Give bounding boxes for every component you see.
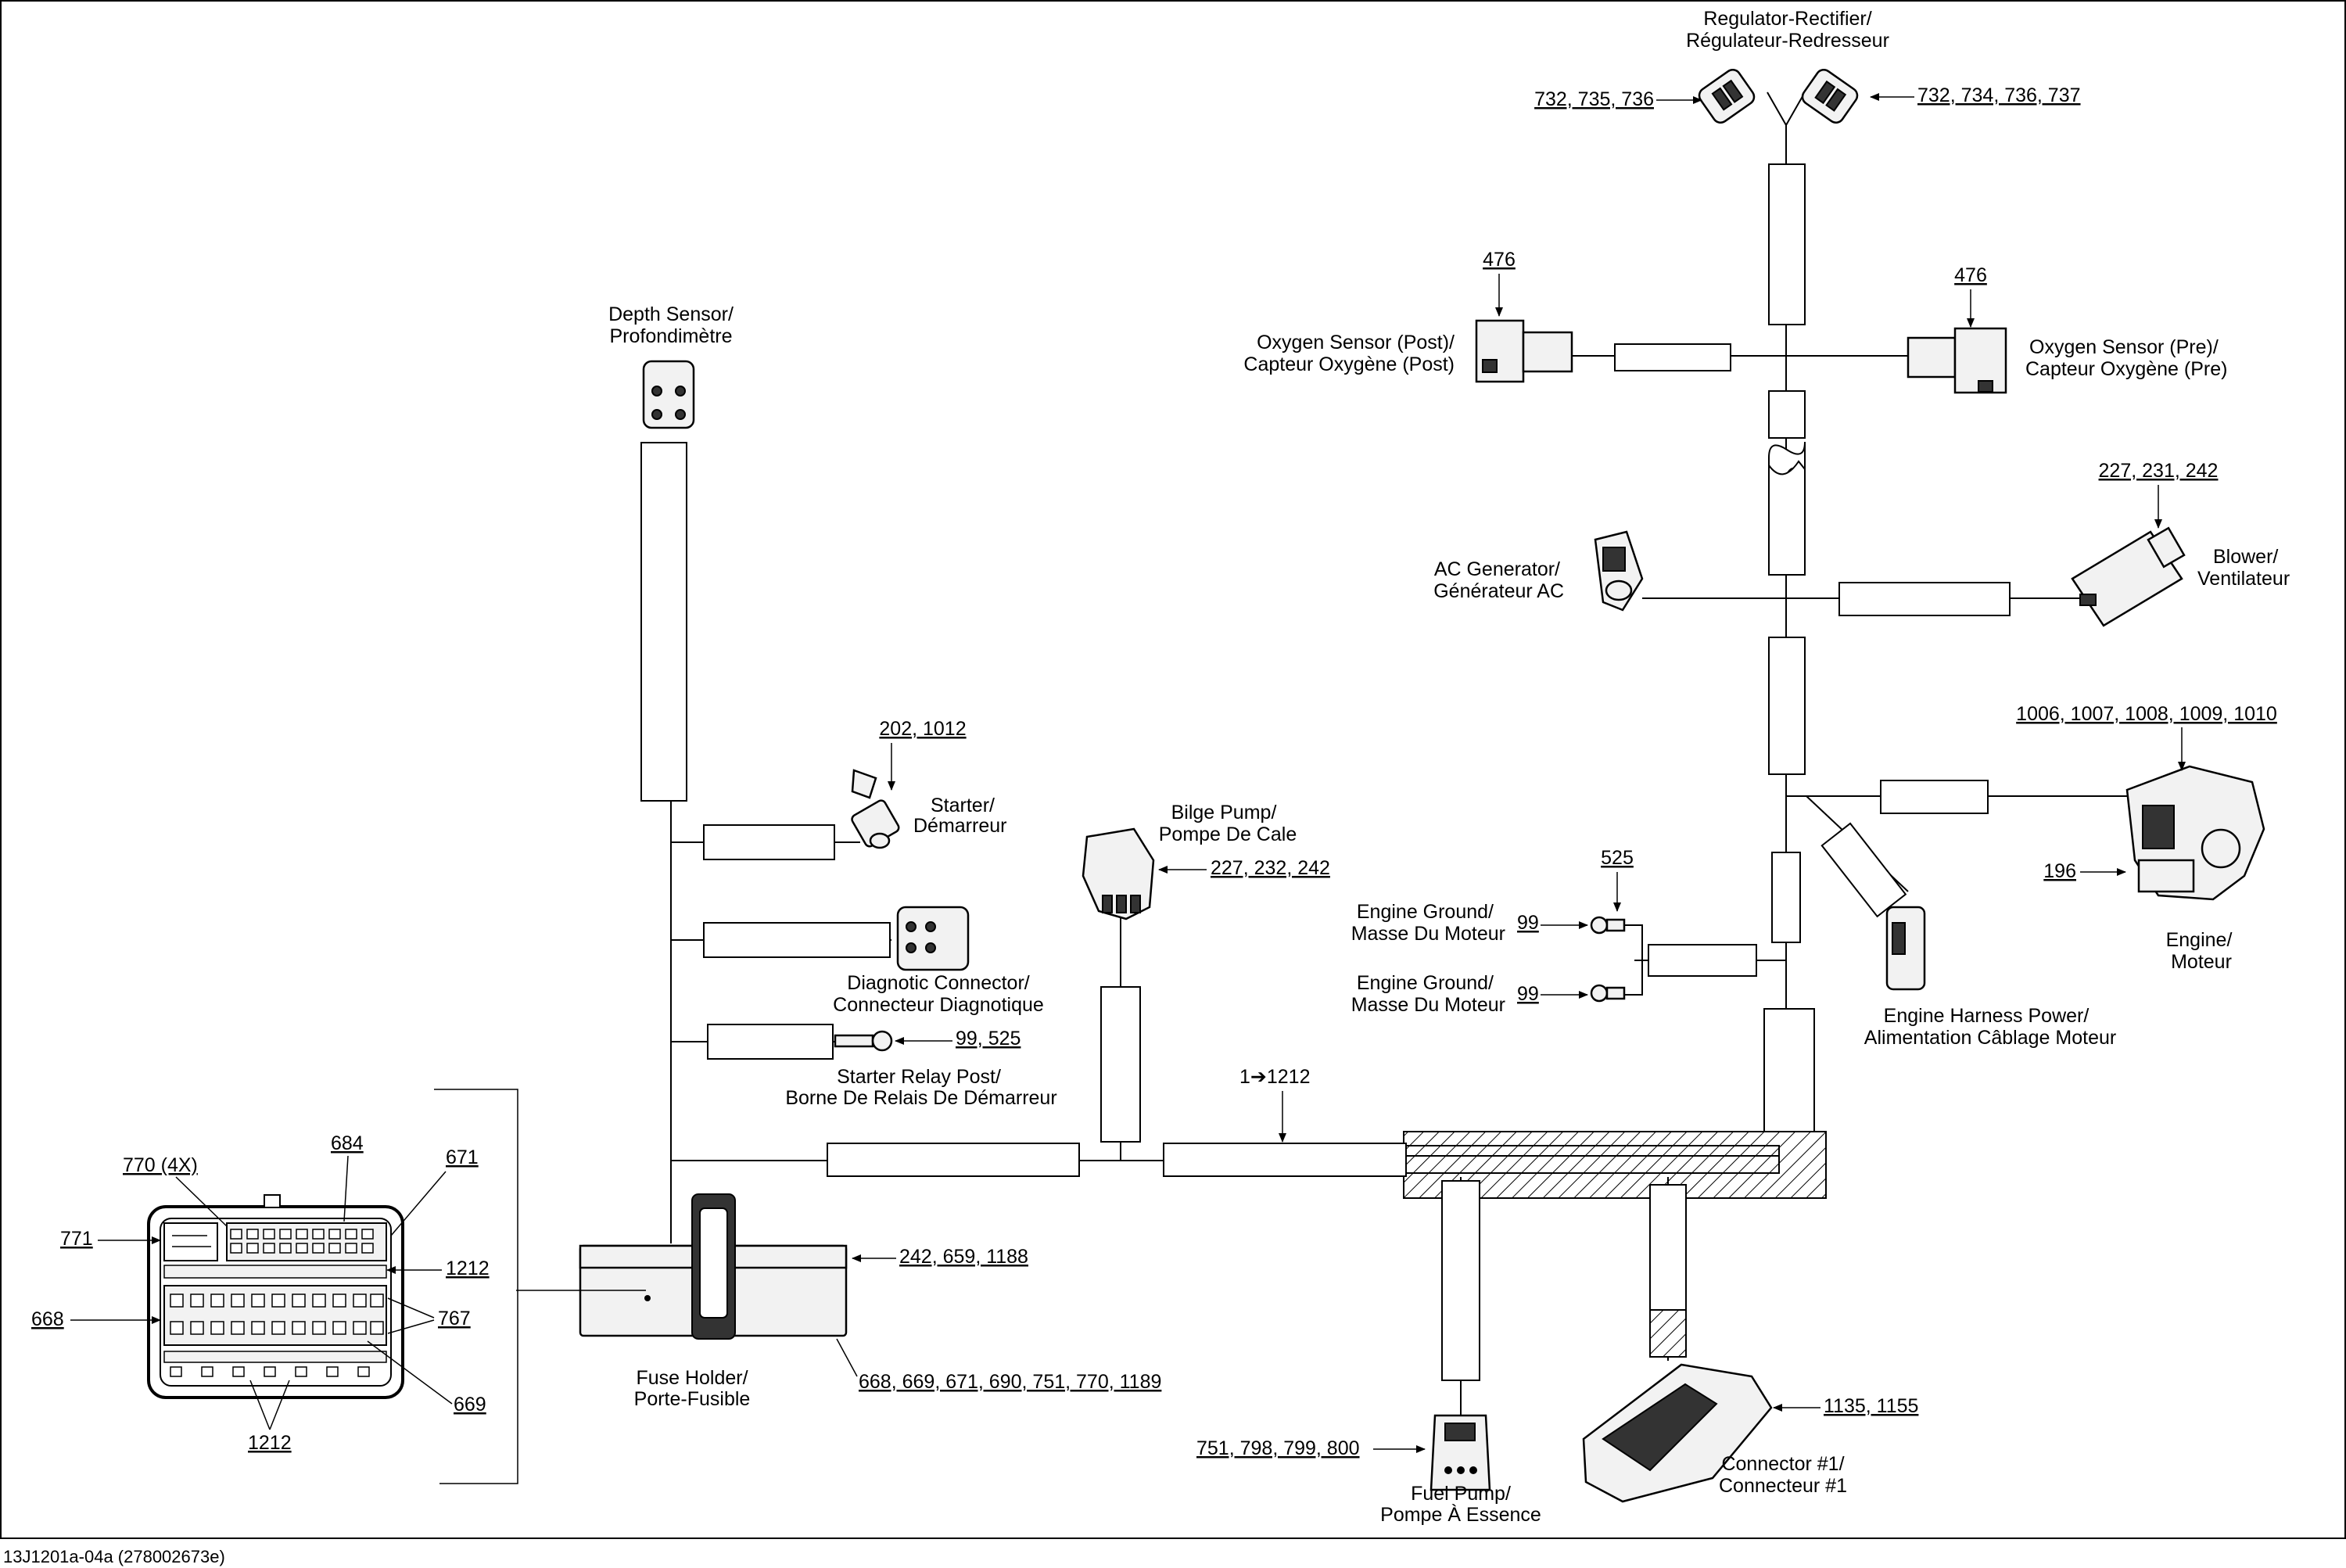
engine-harness-power: Engine Harness Power/ Alimentation Câbla… <box>1806 795 2116 1049</box>
oxygen-sensor-branch <box>1572 343 1908 371</box>
ac-generator: AC Generator/ Générateur AC <box>1433 530 1644 612</box>
bilge-pump-label-2: Pompe De Cale <box>1159 823 1297 845</box>
fuse-holder-ref-top: 242, 659, 1188 <box>899 1246 1028 1268</box>
engine-ref-top: 1006, 1007, 1008, 1009, 1010 <box>2016 703 2277 725</box>
fuse-holder-ref-bottom: 668, 669, 671, 690, 751, 770, 1189 <box>859 1371 1161 1393</box>
starter-relay-label-2: Borne De Relais De Démarreur <box>785 1087 1056 1109</box>
diagnostic-label-1: Diagnotic Connector/ <box>847 972 1030 994</box>
oxygen-post-ref: 476 <box>1483 249 1516 271</box>
ac-generator-label-2: Générateur AC <box>1433 580 1564 602</box>
engine-ground-2-ref: 99 <box>1517 983 1539 1005</box>
detail-ref-669: 669 <box>454 1394 486 1416</box>
depth-sensor: Depth Sensor/ Profondimètre <box>608 303 734 429</box>
engine-ground-2-label-2: Masse Du Moteur <box>1351 994 1505 1016</box>
bilge-pump-ref: 227, 232, 242 <box>1211 857 1330 879</box>
bilge-pump: Bilge Pump/ Pompe De Cale 227, 232, 242 <box>1082 802 1330 920</box>
engine-branch <box>1786 780 2127 814</box>
regulator-connector-left <box>1698 68 1756 124</box>
starter: 202, 1012 Starter/ Démarreur <box>671 718 1006 860</box>
drawing-id: 13J1201a-04a (278002673e) <box>3 1547 225 1566</box>
junction-block <box>1403 1131 1827 1199</box>
blower-ref: 227, 231, 242 <box>2099 460 2219 482</box>
detail-ref-767: 767 <box>438 1308 471 1329</box>
engine-ground-2-label-1: Engine Ground/ <box>1357 972 1494 994</box>
ac-generator-label-1: AC Generator/ <box>1434 558 1560 580</box>
detail-ref-684: 684 <box>331 1132 364 1154</box>
oxygen-post-label-1: Oxygen Sensor (Post)/ <box>1257 332 1455 353</box>
detail-ref-668: 668 <box>31 1308 64 1330</box>
regulator-connector-right <box>1801 68 1859 124</box>
oxygen-pre-ref: 476 <box>1954 264 1987 286</box>
fuse-holder-label-2: Porte-Fusible <box>634 1388 751 1410</box>
connector-1-label-1: Connector #1/ <box>1721 1453 1844 1475</box>
engine-ref-side: 196 <box>2043 860 2076 882</box>
blower-label-2: Ventilateur <box>2197 568 2290 590</box>
engine-ground-1-ref: 99 <box>1517 912 1539 934</box>
detail-ref-1212-right: 1212 <box>446 1258 490 1279</box>
engine-harness-label-1: Engine Harness Power/ <box>1884 1005 2090 1027</box>
regulator-ref-left: 732, 735, 736 <box>1534 88 1654 110</box>
bilge-pump-label-1: Bilge Pump/ <box>1171 802 1277 823</box>
fuel-pump-ref: 751, 798, 799, 800 <box>1196 1437 1360 1459</box>
engine-label-2: Moteur <box>2171 951 2232 973</box>
engine-ground-branch: 525 Engine Ground/ Masse Du Moteur 99 En… <box>1351 847 1786 1016</box>
bilge-pump-branch <box>1100 915 1141 1161</box>
detail-ref-1212-bottom: 1212 <box>248 1432 292 1454</box>
connector-1-ref: 1135, 1155 <box>1824 1395 1918 1417</box>
starter-label-2: Démarreur <box>913 815 1006 837</box>
engine-ground-1-label-2: Masse Du Moteur <box>1351 923 1505 945</box>
engine: 1006, 1007, 1008, 1009, 1010 196 Engine/… <box>2016 703 2277 973</box>
detail-ref-771: 771 <box>60 1228 93 1250</box>
regulator-rectifier: Regulator-Rectifier/ Régulateur-Redresse… <box>1534 8 2081 124</box>
main-horizontal-harness: 1➔1212 <box>671 1066 1407 1177</box>
ac-generator-branch <box>1642 582 2082 616</box>
diagnostic-label-2: Connecteur Diagnotique <box>833 994 1044 1016</box>
regulator-label-1: Regulator-Rectifier/ <box>1703 8 1871 30</box>
main-trunk <box>1763 91 1815 1139</box>
oxygen-pre-label-1: Oxygen Sensor (Pre)/ <box>2029 336 2219 358</box>
oxygen-sensor-post: 476 Oxygen Sensor (Post)/ Capteur Oxygèn… <box>1243 249 1573 383</box>
fuel-pump-label-2: Pompe À Essence <box>1380 1503 1541 1526</box>
fuel-pump-label-1: Fuel Pump/ <box>1411 1483 1511 1505</box>
regulator-ref-right: 732, 734, 736, 737 <box>1917 84 2081 106</box>
detail-ref-770: 770 (4X) <box>123 1154 198 1176</box>
oxygen-post-label-2: Capteur Oxygène (Post) <box>1243 353 1455 375</box>
starter-ref: 202, 1012 <box>879 718 966 740</box>
fuse-holder: 242, 659, 1188 668, 669, 671, 690, 751, … <box>579 1193 1161 1410</box>
blower-label-1: Blower/ <box>2213 546 2278 568</box>
starter-label-1: Starter/ <box>931 795 995 816</box>
oxygen-sensor-pre: 476 Oxygen Sensor (Pre)/ Capteur Oxygène… <box>1907 264 2227 394</box>
connector-1: 1135, 1155 Connector #1/ Connecteur #1 <box>1582 1177 1918 1503</box>
regulator-label-2: Régulateur-Redresseur <box>1686 30 1889 52</box>
fuel-pump: 751, 798, 799, 800 Fuel Pump/ Pompe À Es… <box>1196 1177 1541 1526</box>
depth-sensor-label-2: Profondimètre <box>609 325 732 347</box>
engine-label-1: Engine/ <box>2166 929 2233 951</box>
starter-relay-post: 99, 525 Starter Relay Post/ Borne De Rel… <box>671 1024 1057 1109</box>
blower: 227, 231, 242 Blower/ Ventilateur <box>2071 460 2290 627</box>
engine-harness-label-2: Alimentation Câblage Moteur <box>1864 1027 2116 1049</box>
harness-range-label: 1➔1212 <box>1239 1066 1310 1088</box>
starter-relay-label-1: Starter Relay Post/ <box>837 1066 1001 1088</box>
oxygen-pre-label-2: Capteur Oxygène (Pre) <box>2025 358 2227 380</box>
starter-relay-ref: 99, 525 <box>956 1028 1021 1050</box>
engine-ground-1-label-1: Engine Ground/ <box>1357 901 1494 923</box>
fuse-box-detail: 770 (4X) 684 671 771 1212 668 767 669 12… <box>31 1089 518 1484</box>
fuse-holder-label-1: Fuse Holder/ <box>636 1367 748 1389</box>
connector-1-label-2: Connecteur #1 <box>1719 1475 1847 1497</box>
ground-ref: 525 <box>1601 847 1634 869</box>
diagnostic-connector: Diagnotic Connector/ Connecteur Diagnoti… <box>671 906 1044 1016</box>
depth-sensor-label-1: Depth Sensor/ <box>608 303 734 325</box>
detail-ref-671: 671 <box>446 1146 479 1168</box>
